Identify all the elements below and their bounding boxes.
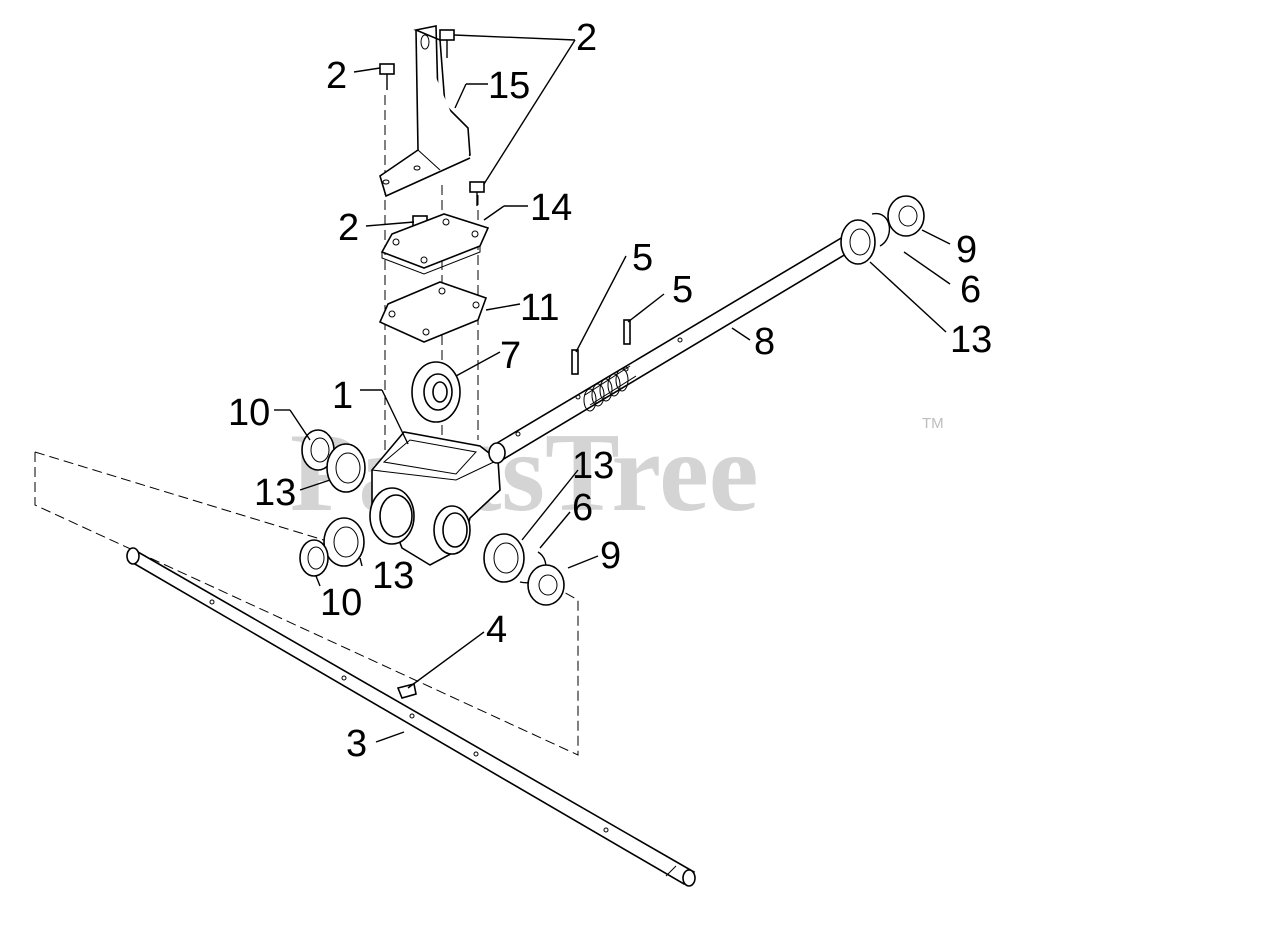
callout-5-a: 5 bbox=[632, 237, 653, 279]
callout-2-b: 2 bbox=[576, 17, 597, 59]
callout-13-b: 13 bbox=[372, 555, 414, 597]
callout-9-a: 9 bbox=[600, 535, 621, 577]
callout-7: 7 bbox=[500, 335, 521, 377]
callout-13-a: 13 bbox=[254, 472, 296, 514]
callout-3: 3 bbox=[346, 723, 367, 765]
callout-2-c: 2 bbox=[338, 207, 359, 249]
callout-15: 15 bbox=[488, 65, 530, 107]
callout-14: 14 bbox=[530, 187, 572, 229]
callout-5-b: 5 bbox=[672, 269, 693, 311]
cover-plate bbox=[380, 213, 490, 275]
callout-2-a: 2 bbox=[326, 55, 347, 97]
callout-10-b: 10 bbox=[320, 582, 362, 624]
callout-labels: 2 2 2 15 14 11 7 1 10 13 13 10 13 6 9 4 … bbox=[228, 17, 992, 765]
bolt-parts bbox=[379, 29, 485, 244]
callout-10-a: 10 bbox=[228, 392, 270, 434]
callout-8: 8 bbox=[754, 321, 775, 363]
leader-lines bbox=[274, 34, 951, 743]
callout-6-a: 6 bbox=[572, 487, 593, 529]
gearbox-housing bbox=[369, 431, 501, 566]
callout-6-b: 6 bbox=[960, 269, 981, 311]
callout-9-b: 9 bbox=[956, 229, 977, 271]
axle-shaft bbox=[126, 547, 696, 887]
watermark-trademark: TM bbox=[922, 415, 944, 432]
roll-pins bbox=[571, 319, 631, 375]
callout-11: 11 bbox=[520, 287, 559, 329]
gasket bbox=[378, 281, 488, 343]
callout-4: 4 bbox=[486, 609, 507, 651]
woodruff-key bbox=[396, 683, 417, 699]
left-seals bbox=[299, 429, 366, 577]
bearing-7 bbox=[411, 361, 461, 423]
callout-13-c: 13 bbox=[572, 445, 614, 487]
right-front-parts bbox=[483, 533, 565, 606]
callout-1: 1 bbox=[332, 375, 353, 417]
callout-13-d: 13 bbox=[950, 319, 992, 361]
mounting-bracket bbox=[379, 25, 471, 198]
right-rear-parts bbox=[840, 195, 925, 265]
